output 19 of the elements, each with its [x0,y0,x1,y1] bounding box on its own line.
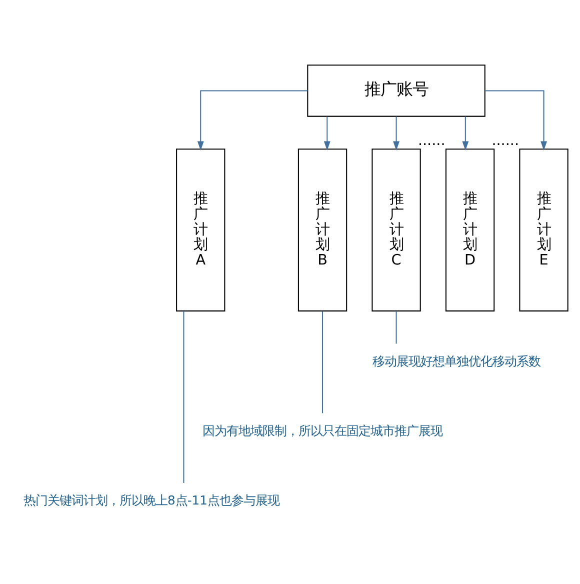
arrow [393,116,400,150]
connector [322,310,324,413]
node-text: 移动展现好想单独优化移动系数 [372,354,541,368]
connector [183,310,184,482]
arrow [197,90,308,150]
connector [396,310,397,344]
node-box: 推广计划B [298,148,348,311]
node-box: 推广计划C [372,148,421,311]
node-box: 推广计划D [445,148,495,311]
arrow [462,116,469,150]
node-label: ...... [418,132,446,149]
node-label: ...... [492,132,520,149]
arrow [485,90,548,150]
node-box: 推广账号 [307,64,486,116]
node-text: 热门关键词计划，所以晚上8点-11点也参与展现 [24,493,280,508]
node-box: 推广计划E [519,148,568,311]
node-text: 因为有地域限制，所以只在固定城市推广展现 [202,423,443,438]
node-box: 推广计划A [176,148,226,311]
arrow [324,116,330,150]
